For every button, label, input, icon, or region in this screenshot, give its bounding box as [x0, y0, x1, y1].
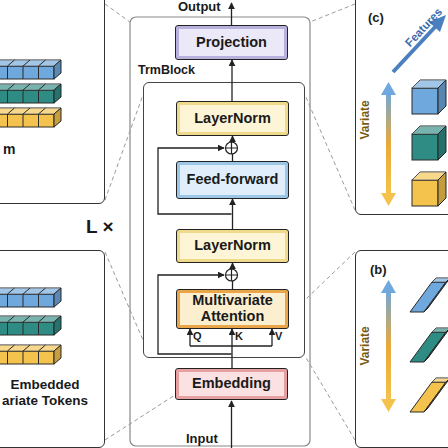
feature-cubes: [412, 80, 446, 206]
feedforward-box: Feed-forward: [176, 161, 289, 199]
qkv-split: [190, 345, 272, 346]
output-arrow: [231, 3, 232, 25]
box-label: Embedding: [192, 376, 271, 392]
panel-caption: m: [3, 141, 15, 157]
projection-box: Projection: [175, 25, 288, 60]
norm-box: LayerNorm: [176, 101, 289, 136]
query-arrow: [189, 329, 190, 346]
flow-arrow: [231, 60, 232, 101]
block-frame: TrmBlockLayerNormFeed-forwardLayerNormMu…: [143, 82, 305, 358]
view-panel: (b) Variate: [355, 250, 448, 448]
input-arrow: [231, 401, 232, 448]
variate-arrow: [381, 280, 396, 412]
norm-box: LayerNorm: [176, 229, 289, 263]
flow-arrow: [232, 263, 233, 289]
variate-token-rows: [0, 60, 61, 127]
add-symbol: [226, 269, 238, 281]
embedded-token-rows: [0, 288, 61, 364]
variate-slabs: [410, 278, 448, 412]
token-panel: m: [0, 0, 105, 204]
panel-caption: Embedded ariate Tokens: [0, 377, 91, 408]
box-label: Feed-forward: [187, 172, 279, 188]
variate-arrow: [381, 82, 396, 206]
repeat-label: L ×: [86, 216, 114, 238]
box-label: Projection: [196, 35, 267, 51]
block-heading: TrmBlock: [138, 63, 195, 77]
flow-arrow: [231, 329, 232, 368]
box-label: LayerNorm: [194, 111, 271, 127]
box-label: LayerNorm: [194, 238, 271, 254]
axis-label: Variate: [359, 326, 373, 365]
flow-arrow: [232, 136, 233, 161]
flow-arrow: [232, 199, 233, 229]
leader-lines: [105, 4, 355, 440]
value-label: V: [275, 330, 282, 342]
key-label: K: [235, 330, 243, 342]
token-panel: Embedded ariate Tokens: [0, 250, 105, 448]
residual-line: [158, 148, 232, 214]
panel-tag: (c): [368, 11, 384, 26]
panel-tag: (b): [370, 263, 387, 278]
residual-line: [158, 275, 232, 354]
axis-label: Features: [403, 6, 445, 50]
output-label: Output: [178, 0, 221, 14]
input-label: Input: [186, 431, 218, 446]
axis-label: Variate: [359, 100, 373, 139]
add-symbol: [226, 142, 238, 154]
box-label: Multivariate Attention: [177, 293, 288, 325]
query-label: Q: [193, 330, 202, 342]
model-frame: [130, 17, 310, 446]
view-panel: (c) FeaturesVariate: [355, 0, 448, 215]
embedding-box: Embedding: [175, 368, 288, 400]
attention-box: Multivariate Attention: [176, 289, 289, 329]
value-arrow: [271, 329, 272, 346]
